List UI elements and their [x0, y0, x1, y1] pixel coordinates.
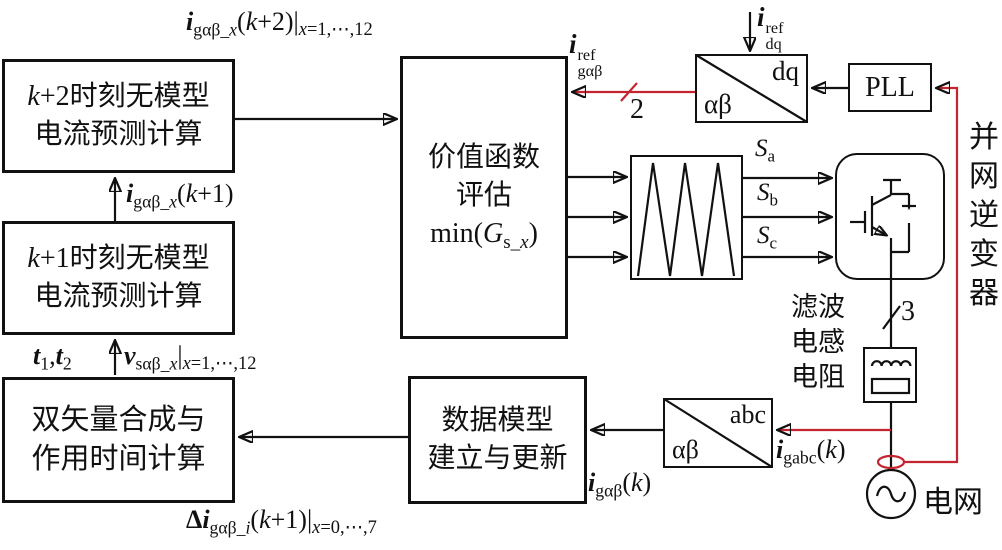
three-phase-slash: [882, 305, 901, 330]
abc-to-alphabeta-transform-box: abc αβ: [663, 398, 773, 468]
block-k2-model-free-prediction: k+2时刻无模型电流预测计算: [2, 59, 235, 173]
label-s-b: Sb: [757, 179, 778, 210]
label-three: 3: [901, 296, 915, 327]
label-t1-t2: t1,t2: [33, 341, 72, 374]
label-i-gab-k: igαβ(k): [588, 468, 652, 501]
label-i-gab-x-k2: igαβ_x(k+2)|x=1,⋯,12: [186, 7, 373, 40]
label-s-a: Sa: [755, 135, 776, 166]
label-grid: 电网: [923, 486, 983, 519]
current-sensor-icon: [876, 454, 906, 470]
pll-label: PLL: [865, 71, 915, 103]
label-i-gabc-k: igabc(k): [776, 435, 846, 468]
label-two: 2: [630, 94, 644, 125]
block-k1-model-free-prediction: k+1时刻无模型电流预测计算: [2, 221, 235, 335]
inverter-box: [835, 153, 945, 280]
grid-source-icon: [865, 468, 917, 520]
label-s-c: Sc: [757, 222, 778, 253]
pwm-carrier-box: [630, 155, 743, 280]
alphabeta-frame-label: αβ: [704, 89, 732, 119]
filter-lr-box: [863, 347, 917, 403]
pll-box: PLL: [848, 63, 932, 112]
label-delta-i-gab-i: Δigαβ_i(k+1)|x=0,⋯,7: [186, 505, 377, 538]
label-v-sab-x: vsαβ_x|x=1,⋯,12: [124, 341, 257, 374]
alphabeta-frame-label: αβ: [672, 435, 699, 464]
block-data-model-update: 数据模型建立与更新: [408, 376, 587, 504]
dq-frame-label: dq: [772, 56, 799, 86]
label-i-gab-x-k1: igαβ_x(k+1): [126, 179, 234, 212]
abc-frame-label: abc: [729, 400, 766, 429]
dq-to-alphabeta-transform-box: dq αβ: [695, 54, 808, 123]
label-filter-lr: 滤波电感电阻: [791, 292, 845, 393]
block-dual-vector-synthesis: 双矢量合成与作用时间计算: [2, 377, 235, 503]
label-grid-connected-inverter: 并网逆变器: [969, 121, 999, 310]
